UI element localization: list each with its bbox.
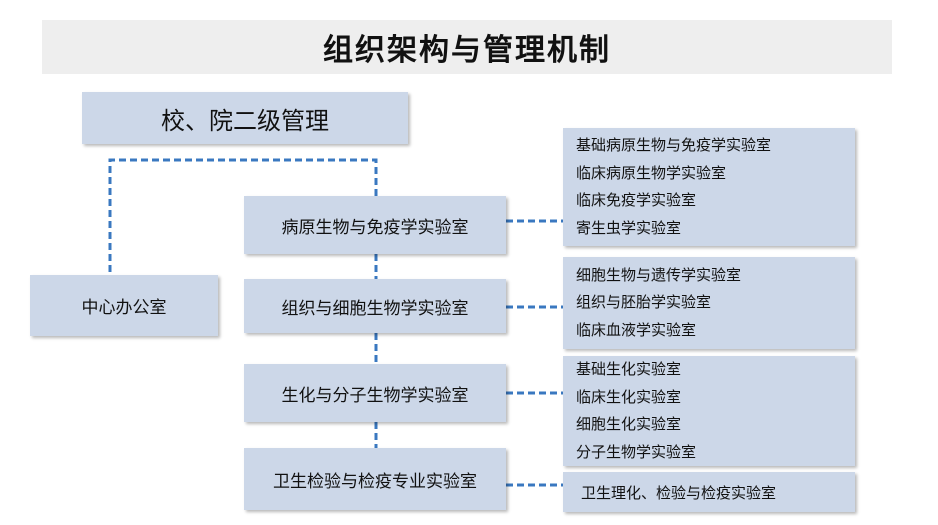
- sub-lab-item: 组织与胚胎学实验室: [576, 293, 712, 312]
- sub-lab-item: 细胞生物与遗传学实验室: [576, 265, 742, 284]
- lab-label: 病原生物与免疫学实验室: [281, 217, 469, 238]
- lab-label: 组织与细胞生物学实验室: [281, 298, 469, 319]
- sub-lab-list-3: 基础生化实验室 临床生化实验室 细胞生化实验室 分子生物学实验室: [563, 356, 855, 466]
- sub-lab-item: 临床生化实验室: [576, 387, 682, 406]
- title-bar: 组织架构与管理机制: [42, 20, 892, 74]
- sub-lab-item: 寄生虫学实验室: [576, 218, 682, 237]
- lab-box-4: 卫生检验与检疫专业实验室: [244, 448, 506, 510]
- lab-box-2: 组织与细胞生物学实验室: [244, 279, 506, 333]
- lab-label: 卫生检验与检疫专业实验室: [273, 471, 477, 492]
- sub-lab-item: 基础病原生物与免疫学实验室: [576, 136, 772, 154]
- office-box: 中心办公室: [30, 275, 218, 336]
- sub-lab-item: 临床病原生物学实验室: [576, 163, 727, 182]
- sub-lab-item: 临床血液学实验室: [576, 320, 697, 339]
- top-management-label: 校、院二级管理: [161, 106, 329, 135]
- sub-lab-list-2: 细胞生物与遗传学实验室 组织与胚胎学实验室 临床血液学实验室: [563, 257, 855, 349]
- sub-lab-item: 卫生理化、检验与检疫实验室: [581, 483, 777, 502]
- lab-label: 生化与分子生物学实验室: [281, 385, 469, 406]
- office-label: 中心办公室: [81, 298, 167, 318]
- sub-lab-item: 细胞生化实验室: [576, 415, 682, 433]
- sub-lab-item: 基础生化实验室: [576, 360, 682, 378]
- page-title: 组织架构与管理机制: [323, 33, 611, 68]
- connector-office-to-top: [108, 158, 378, 272]
- top-management-box: 校、院二级管理: [82, 92, 408, 144]
- lab-box-3: 生化与分子生物学实验室: [244, 364, 506, 422]
- sub-lab-list-1: 基础病原生物与免疫学实验室 临床病原生物学实验室 临床免疫学实验室 寄生虫学实验…: [563, 128, 855, 246]
- sub-lab-list-4: 卫生理化、检验与检疫实验室: [563, 472, 855, 512]
- lab-box-1: 病原生物与免疫学实验室: [244, 196, 506, 254]
- sub-lab-item: 分子生物学实验室: [576, 442, 697, 461]
- sub-lab-item: 临床免疫学实验室: [576, 191, 697, 209]
